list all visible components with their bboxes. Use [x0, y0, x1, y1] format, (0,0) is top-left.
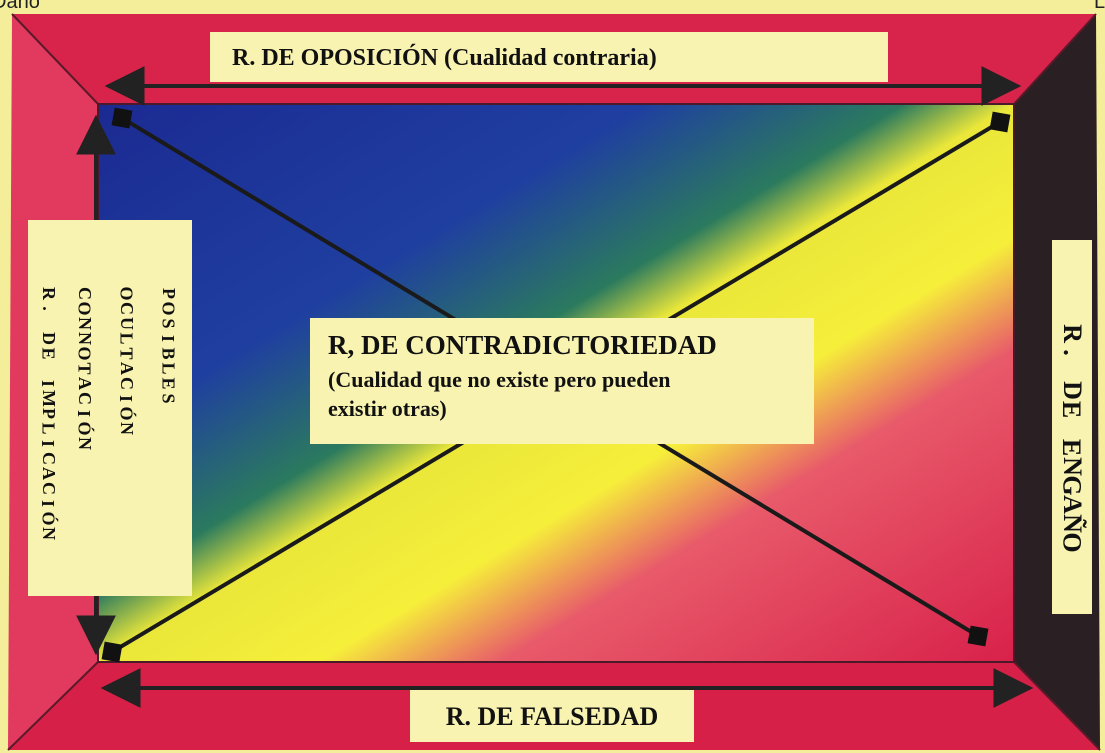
contradiction-title: R, DE CONTRADICTORIEDAD — [328, 330, 717, 360]
corner-marker-bottom-left — [101, 641, 123, 663]
bevel-line — [11, 13, 99, 105]
top-left-fragment: Daño — [0, 0, 40, 13]
corner-marker-bottom-right — [967, 625, 989, 647]
falsity-label: R. DE FALSEDAD — [410, 690, 694, 742]
bevel-line — [7, 661, 99, 751]
corner-marker-top-left — [111, 107, 133, 129]
contradiction-label: R, DE CONTRADICTORIEDAD (Cualidad que no… — [310, 318, 814, 444]
opposition-label: R. DE OPOSICIÓN (Cualidad contraria) — [210, 32, 888, 82]
top-right-fragment: L — [1094, 0, 1105, 13]
contradiction-description-line-2: existir otras) — [328, 396, 447, 421]
contradiction-description-line-1: (Cualidad que no existe pero pueden — [328, 367, 671, 392]
bevel-line — [1013, 13, 1097, 105]
corner-marker-top-right — [989, 111, 1011, 133]
contradiction-description: (Cualidad que no existe pero pueden exis… — [328, 365, 796, 423]
